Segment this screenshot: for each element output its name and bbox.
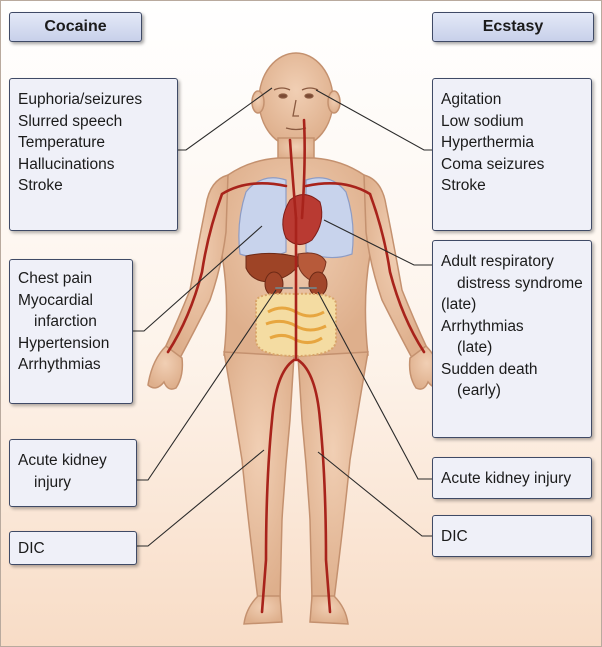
cocaine-header: Cocaine <box>9 12 142 42</box>
ecstasy-resp-line: (late) <box>441 337 583 359</box>
ecstasy-respiratory-effects-box: Adult respiratory distress syndrome (lat… <box>432 240 592 438</box>
cocaine-cardiac-line: infarction <box>18 311 124 333</box>
ecstasy-header: Ecstasy <box>432 12 594 42</box>
neck <box>278 138 314 160</box>
ecstasy-resp-line: Sudden death <box>441 359 583 381</box>
ecstasy-resp-line: Adult respiratory <box>441 251 583 273</box>
cocaine-cns-line: Temperature <box>18 132 169 154</box>
cocaine-cns-line: Hallucinations <box>18 154 169 176</box>
ecstasy-kidney-box: Acute kidney injury <box>432 457 592 499</box>
cocaine-cardiac-line: Chest pain <box>18 268 124 290</box>
cocaine-dic-line: DIC <box>18 538 128 560</box>
ecstasy-cns-line: Hyperthermia <box>441 132 583 154</box>
ecstasy-dic-box: DIC <box>432 515 592 557</box>
left-ear <box>252 91 264 113</box>
ecstasy-cns-line: Stroke <box>441 175 583 197</box>
ecstasy-kidney-line: Acute kidney injury <box>441 468 583 490</box>
cocaine-kidney-line: Acute kidney <box>18 450 128 472</box>
ecstasy-cns-line: Low sodium <box>441 111 583 133</box>
ecstasy-cns-effects-box: Agitation Low sodium Hyperthermia Coma s… <box>432 78 592 231</box>
cocaine-cns-effects-box: Euphoria/seizures Slurred speech Tempera… <box>9 78 178 231</box>
cocaine-dic-box: DIC <box>9 531 137 565</box>
ecstasy-resp-line: distress syndrome <box>441 273 583 295</box>
cocaine-kidney-box: Acute kidney injury <box>9 439 137 507</box>
cocaine-cardiac-line: Arrhythmias <box>18 354 124 376</box>
ecstasy-cns-line: Coma seizures <box>441 154 583 176</box>
left-leg <box>224 352 294 600</box>
ecstasy-resp-line: Arrhythmias <box>441 316 583 338</box>
ecstasy-resp-line: (late) <box>441 294 583 316</box>
cocaine-cns-line: Euphoria/seizures <box>18 89 169 111</box>
right-leg <box>298 352 368 600</box>
ecstasy-dic-line: DIC <box>441 526 583 548</box>
cocaine-cns-line: Stroke <box>18 175 169 197</box>
cocaine-cardiac-line: Myocardial <box>18 290 124 312</box>
cocaine-cns-line: Slurred speech <box>18 111 169 133</box>
cocaine-kidney-line: injury <box>18 472 128 494</box>
ecstasy-resp-line: (early) <box>441 380 583 402</box>
cocaine-cardiac-line: Hypertension <box>18 333 124 355</box>
ecstasy-cns-line: Agitation <box>441 89 583 111</box>
cocaine-cardiac-effects-box: Chest pain Myocardial infarction Hyperte… <box>9 259 133 404</box>
